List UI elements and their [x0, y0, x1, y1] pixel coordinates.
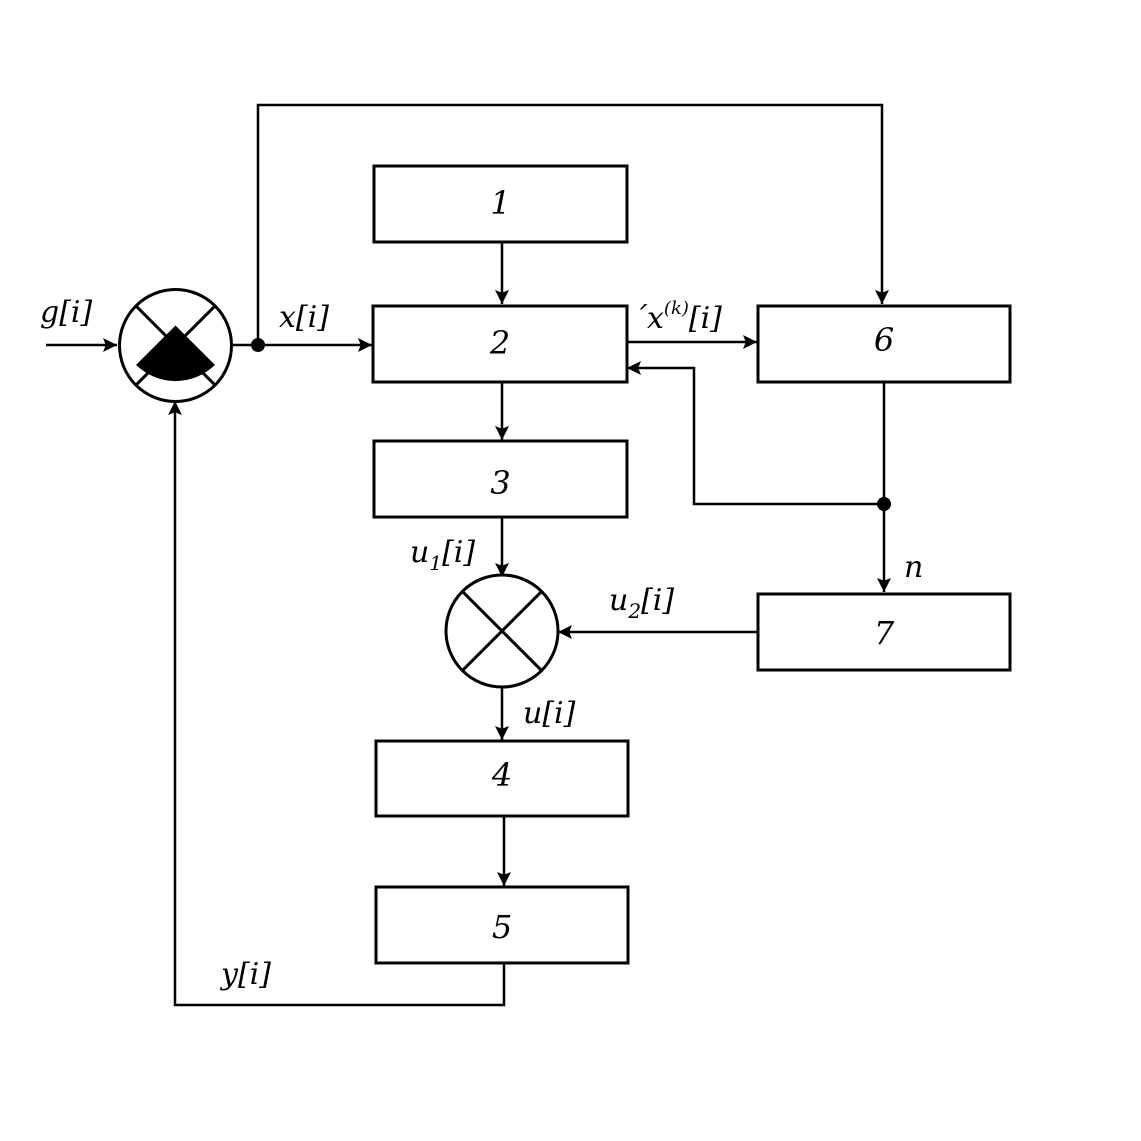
signal-label-x-k: ´x(k)[i]: [632, 298, 722, 336]
signal-label-u: u[i]: [523, 696, 576, 731]
block-3: 3: [372, 439, 629, 519]
block-5: 5: [374, 885, 630, 965]
multiplier-junction: [444, 573, 560, 689]
signal-label-y: y[i]: [219, 957, 271, 992]
block-1-label: 1: [490, 184, 510, 222]
block-2: 2: [371, 304, 629, 384]
block-7: 7: [756, 592, 1012, 672]
signal-label-g: g[i]: [40, 295, 93, 330]
block-4-label: 4: [491, 756, 512, 794]
block-6: 6: [756, 304, 1012, 384]
signal-label-x: x[i]: [279, 300, 329, 335]
arrow-x-to-block-6: [256, 103, 889, 345]
block-4: 4: [374, 739, 630, 818]
branch-node-n: [877, 497, 891, 511]
block-6-label: 6: [874, 321, 894, 359]
signal-label-n: n: [904, 550, 923, 585]
arrow-feedback-to-block-2: [627, 361, 884, 506]
signal-label-u1: u1[i]: [410, 535, 475, 575]
signal-label-u2: u2[i]: [609, 583, 674, 623]
block-3-label: 3: [490, 464, 510, 502]
arrow-y-feedback: [168, 401, 506, 1007]
block-7-label: 7: [874, 614, 895, 652]
block-5-label: 5: [492, 908, 512, 946]
summing-junction: [118, 288, 233, 403]
block-2-label: 2: [489, 324, 510, 362]
branch-node-x: [251, 338, 265, 352]
block-1: 1: [372, 164, 629, 244]
